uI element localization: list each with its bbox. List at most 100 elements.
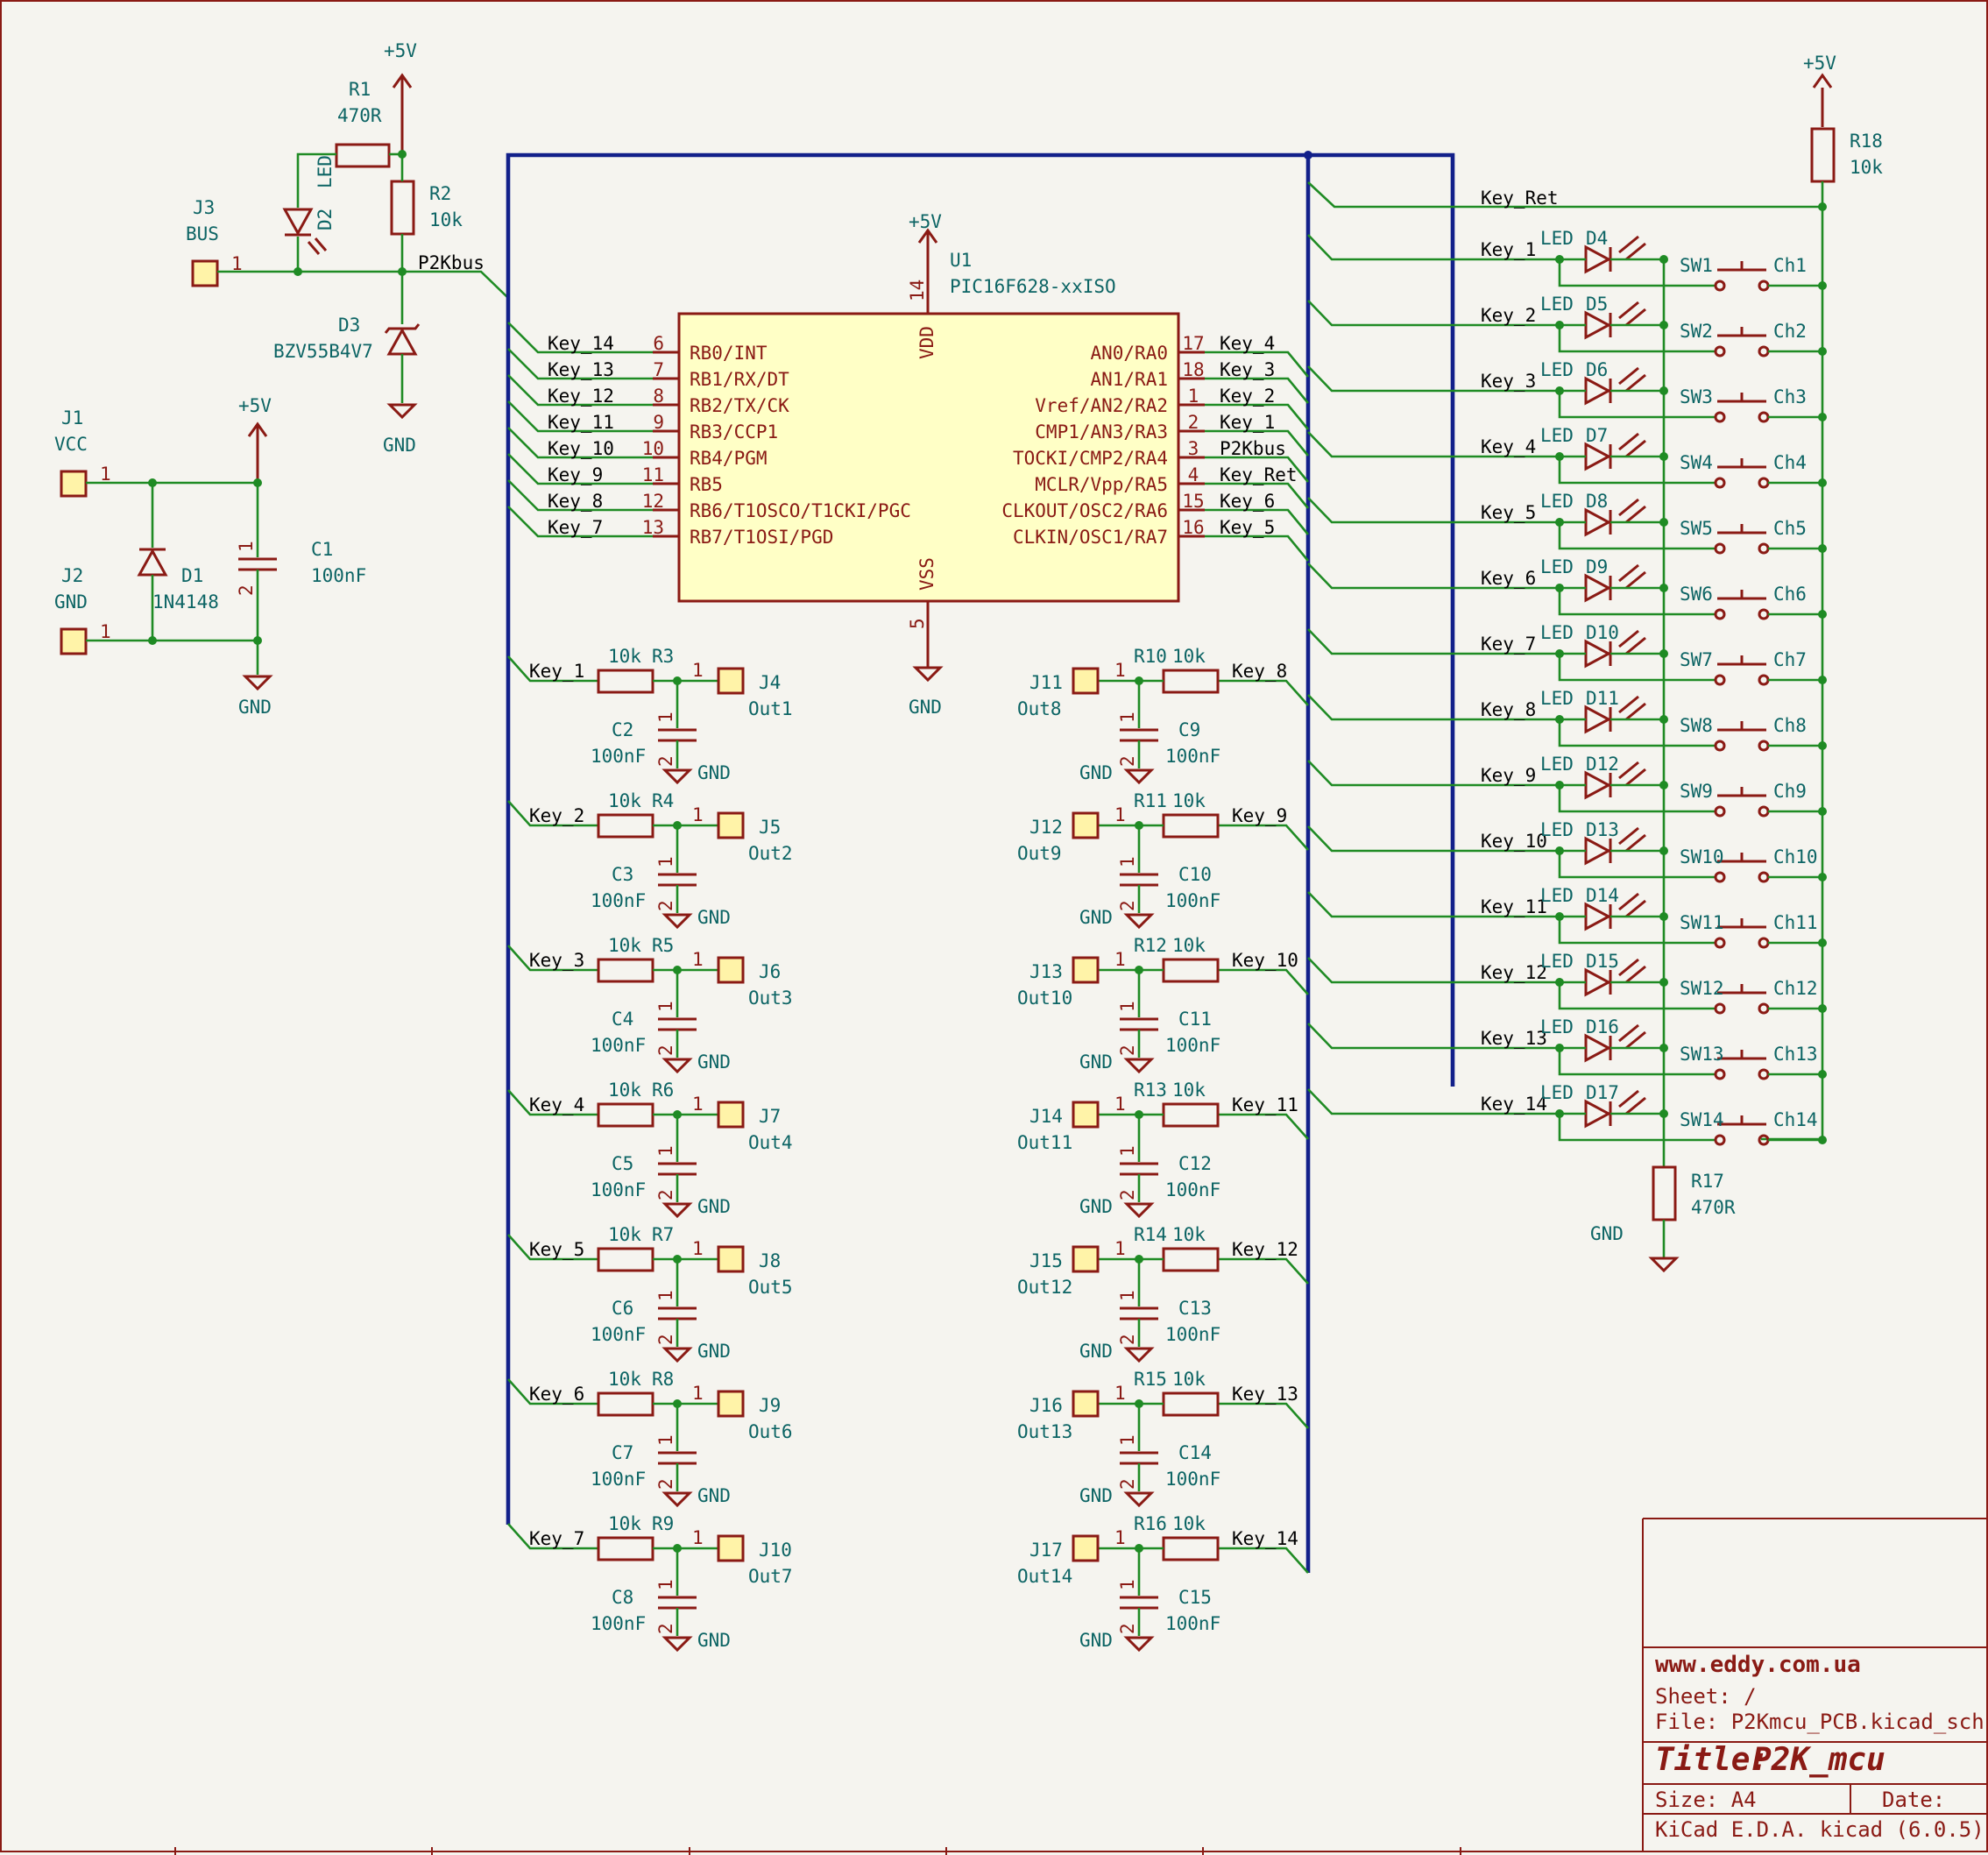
key-led-ref: D7 <box>1586 425 1608 446</box>
output-resistor-ref: R7 <box>652 1224 674 1245</box>
key-channel-label: Ch5 <box>1773 518 1807 539</box>
output-pin: 1 <box>692 1094 704 1115</box>
mcu-left-pin-num: 6 <box>653 333 664 354</box>
key-led-label: LED <box>1540 294 1574 315</box>
cap-pin1: 1 <box>655 1434 676 1446</box>
d2-value: LED <box>315 155 336 188</box>
j2-pin: 1 <box>100 621 111 642</box>
output-cap-ref: C3 <box>612 864 633 885</box>
output-pin: 1 <box>692 1527 704 1548</box>
key-net: Key_2 <box>1481 305 1536 326</box>
output-pin: 1 <box>1114 1238 1126 1259</box>
r17-ref: R17 <box>1691 1171 1724 1192</box>
output-resistor-value: 10k <box>608 1513 641 1534</box>
mcu-left-net: Key_10 <box>548 438 614 459</box>
mcu-left-pin-name: RB0/INT <box>690 343 768 364</box>
output-net: Key_7 <box>529 1528 584 1549</box>
key-switch-ref: SW4 <box>1680 452 1713 473</box>
gnd-symbol: GND <box>383 403 418 456</box>
key-switch-ref: SW2 <box>1680 321 1713 342</box>
key-switch-ref: SW8 <box>1680 715 1713 736</box>
cap-pin1: 1 <box>655 1145 676 1157</box>
output-label: Out12 <box>1017 1277 1072 1298</box>
d3-ref: D3 <box>338 315 360 336</box>
key-channel-label: Ch2 <box>1773 321 1807 342</box>
output-resistor-ref: R9 <box>652 1513 674 1534</box>
key-net: Key_8 <box>1481 699 1536 720</box>
r2-ref: R2 <box>429 183 451 204</box>
mcu-right-net: Key_Ret <box>1220 464 1298 485</box>
gnd-symbol-2: GND <box>238 675 273 718</box>
output-connector-ref: J8 <box>759 1250 781 1271</box>
output-label: Out1 <box>748 698 793 719</box>
mcu-vss: VSS <box>916 557 937 591</box>
output-cap-ref: C7 <box>612 1442 633 1463</box>
d3-value: BZV55B4V7 <box>273 341 373 362</box>
output-cap-ref: C11 <box>1178 1009 1212 1030</box>
key-led-label: LED <box>1540 1016 1574 1037</box>
output-resistor-value: 10k <box>608 1224 641 1245</box>
mcu-left-pin-name: RB3/CCP1 <box>690 421 778 443</box>
key-net: Key_12 <box>1481 962 1547 983</box>
d1-diode: D1 1N4148 <box>137 483 219 641</box>
output-net: Key_13 <box>1232 1384 1298 1405</box>
output-connector-ref: J6 <box>759 961 781 982</box>
main-bus <box>506 151 1455 1573</box>
output-pin: 1 <box>1114 1094 1126 1115</box>
key-channel-label: Ch7 <box>1773 649 1807 670</box>
output-label: Out7 <box>748 1566 793 1587</box>
mcu-left-net: Key_14 <box>548 333 614 354</box>
cap-pin1: 1 <box>1117 712 1138 723</box>
mcu-right-pin-num: 16 <box>1182 517 1204 538</box>
output-resistor-ref: R6 <box>652 1080 674 1101</box>
output-gnd-label: GND <box>697 907 731 928</box>
output-cap-ref: C15 <box>1178 1587 1212 1608</box>
output-connector-ref: J10 <box>759 1540 792 1561</box>
output-net: Key_11 <box>1232 1094 1298 1115</box>
output-cap-value: 100nF <box>1165 1613 1220 1634</box>
cap-pin2: 2 <box>655 1623 676 1634</box>
key-led-ref: D5 <box>1586 294 1608 315</box>
key-led-label: LED <box>1540 1082 1574 1103</box>
output-connector-ref: J14 <box>1029 1106 1063 1127</box>
key-led-ref: D14 <box>1586 885 1619 906</box>
cap-pin2: 2 <box>1117 1044 1138 1056</box>
mcu-left-pin-num: 9 <box>653 412 664 433</box>
cap-pin1: 1 <box>1117 1001 1138 1012</box>
c1-value: 100nF <box>311 565 366 586</box>
output-connector-ref: J11 <box>1029 672 1063 693</box>
mcu-right-pin-name: CMP1/AN3/RA3 <box>1035 421 1168 443</box>
j1-value: VCC <box>54 434 88 455</box>
mcu-left-net: Key_13 <box>548 359 614 380</box>
output-cap-value: 100nF <box>1165 1035 1220 1056</box>
output-gnd-label: GND <box>1079 1341 1113 1362</box>
key-led-label: LED <box>1540 885 1574 906</box>
d2-ref: D2 <box>315 209 336 230</box>
key-ret-label: Key_Ret <box>1481 188 1559 209</box>
mcu-right-pin-name: Vref/AN2/RA2 <box>1035 395 1168 416</box>
r1-ref: R1 <box>349 79 371 100</box>
mcu-left-net: Key_9 <box>548 464 603 485</box>
output-cap-value: 100nF <box>591 890 646 911</box>
output-connector-ref: J7 <box>759 1106 781 1127</box>
cap-pin1: 1 <box>1117 856 1138 867</box>
mcu-right-net: Key_1 <box>1220 412 1275 433</box>
cap-pin2: 2 <box>655 1334 676 1345</box>
